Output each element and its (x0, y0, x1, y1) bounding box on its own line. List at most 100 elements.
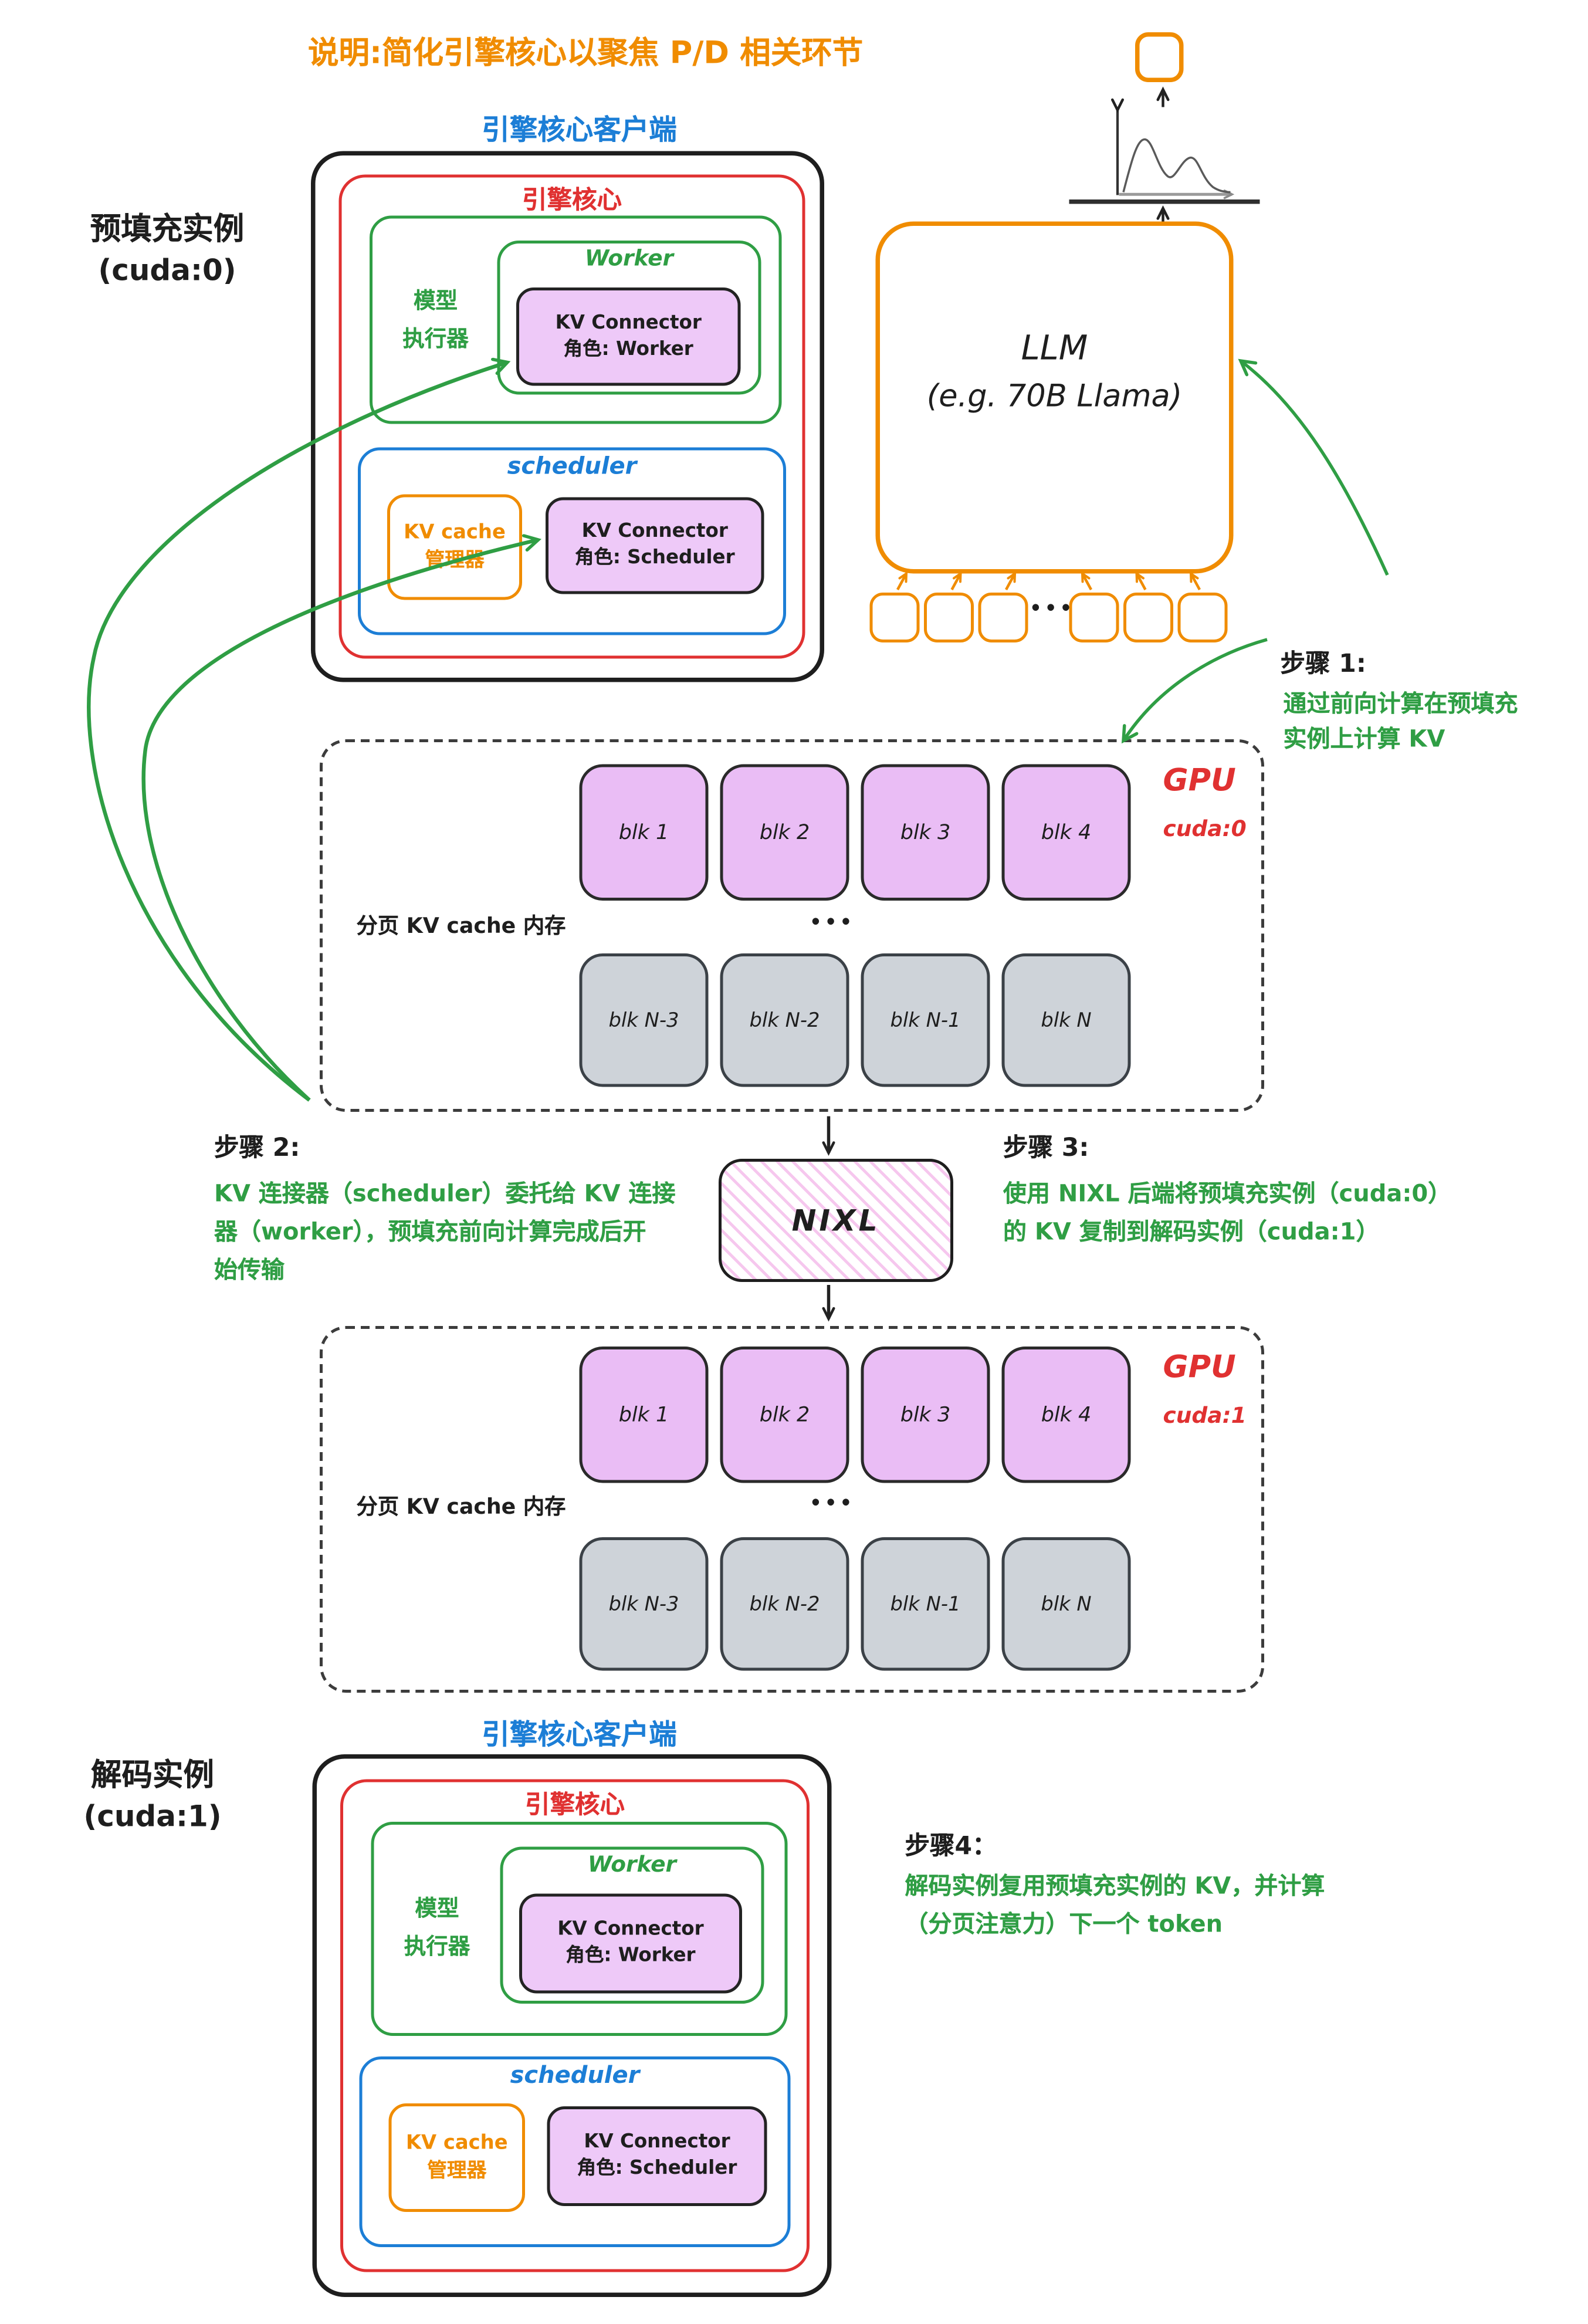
llm-box (875, 221, 1234, 574)
kv-block-free: blk N-1 (861, 953, 990, 1087)
decode-instance-line2: (cuda:1) (83, 1798, 222, 1834)
token-box (869, 593, 920, 642)
token-box (1069, 593, 1119, 642)
kv-connector-scheduler-box-top: KV Connector 角色: Scheduler (546, 497, 764, 594)
step-3-line1: 使用 NIXL 后端将预填充实例（cuda:0） (1003, 1179, 1452, 1207)
token-box (924, 593, 974, 642)
sampled-token-box (1135, 32, 1184, 82)
prefill-instance-line2: (cuda:0) (98, 252, 236, 287)
kv-block-label: blk 2 (759, 1403, 810, 1427)
step-1-title: 步骤 1: (1280, 649, 1366, 679)
kv-connector-scheduler-box-bottom: KV Connector 角色: Scheduler (547, 2106, 767, 2206)
kv-connector-worker-box-top: KV Connector 角色: Worker (516, 287, 741, 386)
kv-connector-scheduler-line2: 角色: Scheduler (574, 547, 735, 570)
kv-block: blk 4 (1001, 764, 1131, 901)
kv-block: blk 2 (720, 764, 849, 901)
decode-instance-label: 解码实例 (cuda:1) (56, 1754, 249, 1836)
kv-block-label: blk N (1041, 1008, 1092, 1032)
kv-block: blk 2 (720, 1347, 849, 1483)
token-box (1177, 593, 1228, 642)
kv-block-free: blk N-2 (720, 1537, 849, 1671)
engine-core-label-bottom: 引擎核心 (525, 1791, 625, 1821)
kv-connector-worker-line2: 角色: Worker (566, 1945, 696, 1967)
kv-connector-worker-line1: KV Connector (555, 312, 702, 334)
step-1-line2: 实例上计算 KV (1283, 725, 1445, 753)
gpu1-box (320, 1326, 1264, 1693)
kv-block-label: blk 1 (618, 820, 669, 844)
arrow-to-llm (1241, 361, 1389, 576)
kv-connector-worker-line2: 角色: Worker (563, 338, 693, 360)
model-executor-line2: 执行器 (402, 326, 469, 352)
decode-instance-line1: 解码实例 (91, 1757, 214, 1792)
kv-connector-worker-box-bottom: KV Connector 角色: Worker (519, 1893, 742, 1994)
gpu1-device-label: cuda:1 (1163, 1402, 1247, 1429)
kv-block-label: blk 1 (618, 1403, 669, 1427)
model-executor-line1: 模型 (415, 1895, 459, 1922)
step-4-line1: 解码实例复用预填充实例的 KV，并计算 (905, 1872, 1325, 1900)
step-3-line2: 的 KV 复制到解码实例（cuda:1） (1003, 1217, 1380, 1246)
kv-block-label: blk N-3 (608, 1008, 679, 1032)
kv-block-label: blk 4 (1041, 820, 1092, 844)
model-executor-label-bottom: 模型 执行器 (378, 1889, 496, 1966)
kv-block: blk 1 (579, 764, 709, 901)
kv-block-label: blk N (1041, 1592, 1092, 1616)
gpu0-device-label: cuda:0 (1163, 816, 1247, 842)
kv-block-free: blk N-2 (720, 953, 849, 1087)
kv-block-free: blk N-3 (579, 953, 709, 1087)
gpu0-ellipsis: ••• (810, 912, 855, 935)
nixl-label: NIXL (791, 1203, 881, 1238)
scheduler-label-bottom: scheduler (510, 2061, 640, 2089)
token-box (1123, 593, 1173, 642)
model-executor-label-top: 模型 执行器 (377, 282, 495, 358)
kv-connector-worker-line1: KV Connector (557, 1919, 704, 1941)
output-distribution-chart (1069, 86, 1260, 222)
arrow-to-blk4 (1123, 638, 1268, 741)
kv-block-label: blk 4 (1041, 1403, 1092, 1427)
step-4-line2: （分页注意力）下一个 token (905, 1910, 1223, 1938)
worker-label-bottom: Worker (587, 1851, 677, 1878)
kv-block: blk 4 (1001, 1347, 1131, 1483)
step-2-line2: 器（worker），预填充前向计算完成后开 (214, 1217, 646, 1246)
engine-core-label-top: 引擎核心 (522, 186, 622, 216)
kv-cache-manager-box-bottom: KV cache 管理器 (388, 2103, 525, 2212)
kv-connector-scheduler-line1: KV Connector (581, 520, 728, 543)
gpu1-ellipsis: ••• (810, 1493, 855, 1515)
scheduler-label-top: scheduler (507, 452, 637, 480)
kv-cache-manager-line1: KV cache (405, 2131, 508, 2155)
kv-block: blk 1 (579, 1347, 709, 1483)
model-executor-line2: 执行器 (404, 1933, 470, 1960)
llm-label: LLM (e.g. 70B Llama) (876, 326, 1234, 420)
note-title: 说明:简化引擎核心以聚焦 P/D 相关环节 (308, 35, 864, 70)
kv-connector-scheduler-line2: 角色: Scheduler (577, 2157, 737, 2180)
llm-line2: (e.g. 70B Llama) (926, 378, 1183, 414)
kv-cache-manager-box-top: KV cache 管理器 (387, 494, 522, 600)
prefill-instance-label: 预填充实例 (cuda:0) (56, 208, 279, 290)
tokens-ellipsis: ••• (1030, 598, 1075, 621)
llm-line1: LLM (1021, 330, 1088, 368)
kv-block-label: blk 3 (900, 1403, 951, 1427)
kv-block-label: blk N-2 (749, 1008, 820, 1032)
kv-block-free: blk N-3 (579, 1537, 709, 1671)
model-executor-line1: 模型 (413, 287, 458, 314)
token-input-arrows (896, 571, 1201, 591)
step-2-title: 步骤 2: (214, 1134, 300, 1163)
kv-block-label: blk N-1 (890, 1008, 961, 1032)
token-box (978, 593, 1028, 642)
kv-block-label: blk 3 (900, 820, 951, 844)
step-4-title: 步骤4： (905, 1832, 997, 1862)
step-3-title: 步骤 3: (1003, 1134, 1089, 1163)
kv-cache-manager-line2: 管理器 (427, 2159, 487, 2183)
step-2-line3: 始传输 (214, 1256, 285, 1284)
gpu0-mem-label: 分页 KV cache 内存 (356, 915, 566, 939)
engine-client-title-bottom: 引擎核心客户端 (482, 1719, 677, 1751)
step-1-line1: 通过前向计算在预填充 (1283, 689, 1518, 718)
nixl-box: NIXL (719, 1159, 953, 1282)
kv-connector-scheduler-line1: KV Connector (584, 2131, 730, 2154)
kv-cache-manager-line1: KV cache (404, 520, 506, 544)
gpu1-label: GPU (1163, 1349, 1236, 1385)
gpu1-mem-label: 分页 KV cache 内存 (356, 1496, 566, 1520)
prefill-instance-line1: 预填充实例 (90, 211, 245, 246)
kv-block-label: blk N-1 (890, 1592, 961, 1616)
kv-block-label: blk N-3 (608, 1592, 679, 1616)
